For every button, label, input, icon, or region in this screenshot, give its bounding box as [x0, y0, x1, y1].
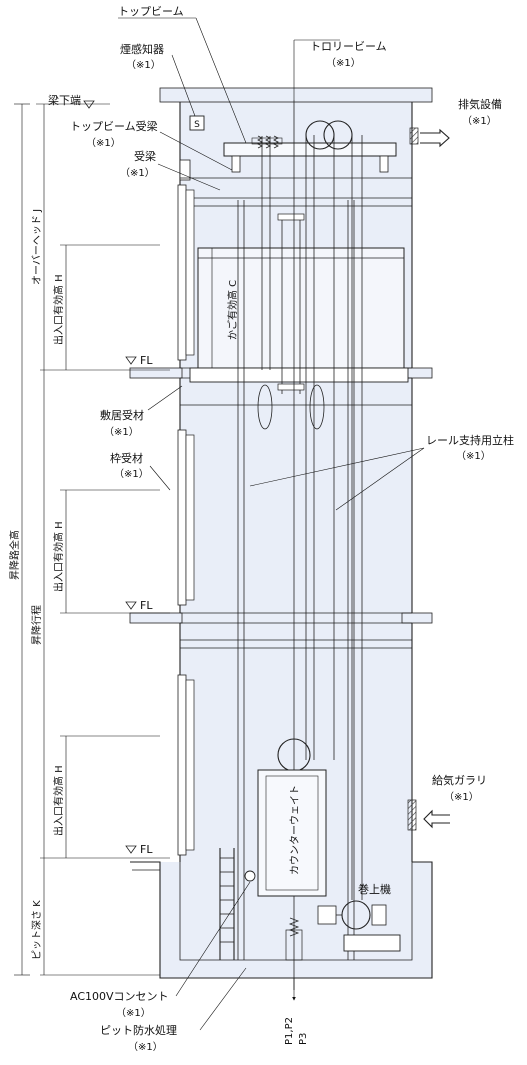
dim-car-height: かご有効高 C [226, 280, 239, 340]
outlet-icon [244, 870, 256, 882]
label-smoke-detector: 煙感知器 [120, 42, 164, 56]
label-intake: 給気ガラリ [432, 773, 487, 787]
label-sill-support-note: （※1） [104, 426, 139, 438]
label-hoist: 巻上機 [358, 882, 391, 896]
label-exhaust: 排気設備 [458, 97, 502, 111]
fl-label-2: FL [140, 599, 153, 612]
fl-label-1: FL [140, 354, 153, 367]
dimension-lines [14, 103, 213, 976]
label-p1-p2: P1,P2 [284, 1017, 295, 1045]
label-top-beam-support: トップビーム受梁 [70, 119, 158, 133]
counterweight: カウンターウェイト [257, 738, 327, 961]
top-beam [223, 120, 397, 173]
label-trolley-beam-note: （※1） [326, 57, 361, 69]
dim-overhead: オーバーヘッド J [31, 209, 43, 285]
label-top-beam-support-note: （※1） [86, 137, 121, 149]
label-top-beam: トップビーム [118, 5, 184, 18]
label-smoke-detector-note: （※1） [126, 59, 161, 71]
label-support-beam-note: （※1） [120, 167, 155, 179]
dim-pit-depth: ピット深さ K [31, 900, 43, 960]
label-pit-waterproof-note: （※1） [128, 1041, 163, 1053]
landing-doors [177, 184, 195, 856]
dim-shaft-total: 昇降路全高 [8, 530, 21, 580]
label-rail-post-note: （※1） [456, 450, 491, 462]
label-trolley-beam: トロリービーム [310, 40, 387, 53]
label-ac-outlet: AC100Vコンセント [70, 990, 169, 1003]
dim-entrance-2: 出入口有効高 H [52, 521, 65, 592]
smoke-detector-icon: S [194, 120, 200, 130]
counterweight-label: カウンターウェイト [289, 785, 301, 875]
fl-label-3: FL [140, 843, 153, 856]
label-pit-waterproof: ピット防水処理 [100, 1023, 177, 1037]
car [189, 213, 409, 430]
top-slab [159, 87, 433, 103]
label-exhaust-note: （※1） [462, 115, 497, 127]
intake-louver [407, 799, 450, 831]
dim-travel: 昇降行程 [30, 605, 43, 645]
smoke-detector: S [189, 115, 205, 131]
label-beam-bottom: 梁下端 [48, 93, 81, 107]
label-frame-support-note: （※1） [114, 468, 149, 480]
label-intake-note: （※1） [444, 791, 479, 803]
support-beams [179, 159, 412, 207]
rails-and-ropes [180, 100, 412, 990]
dim-entrance-1: 出入口有効高 H [52, 274, 65, 345]
label-sill-support: 敷居受材 [100, 408, 144, 422]
floor-slabs [129, 367, 433, 641]
dim-entrance-3: 出入口有効高 H [52, 765, 65, 836]
label-rail-post: レール支持用立柱 [426, 433, 514, 447]
label-p3: P3 [298, 1033, 309, 1045]
exhaust-vent [409, 127, 450, 148]
pit-ladder [219, 848, 235, 960]
label-ac-outlet-note: （※1） [116, 1007, 151, 1019]
label-support-beam: 受梁 [134, 149, 156, 163]
hoist-machine [317, 900, 401, 952]
label-frame-support: 枠受材 [110, 451, 143, 465]
fl-markers [83, 100, 137, 854]
